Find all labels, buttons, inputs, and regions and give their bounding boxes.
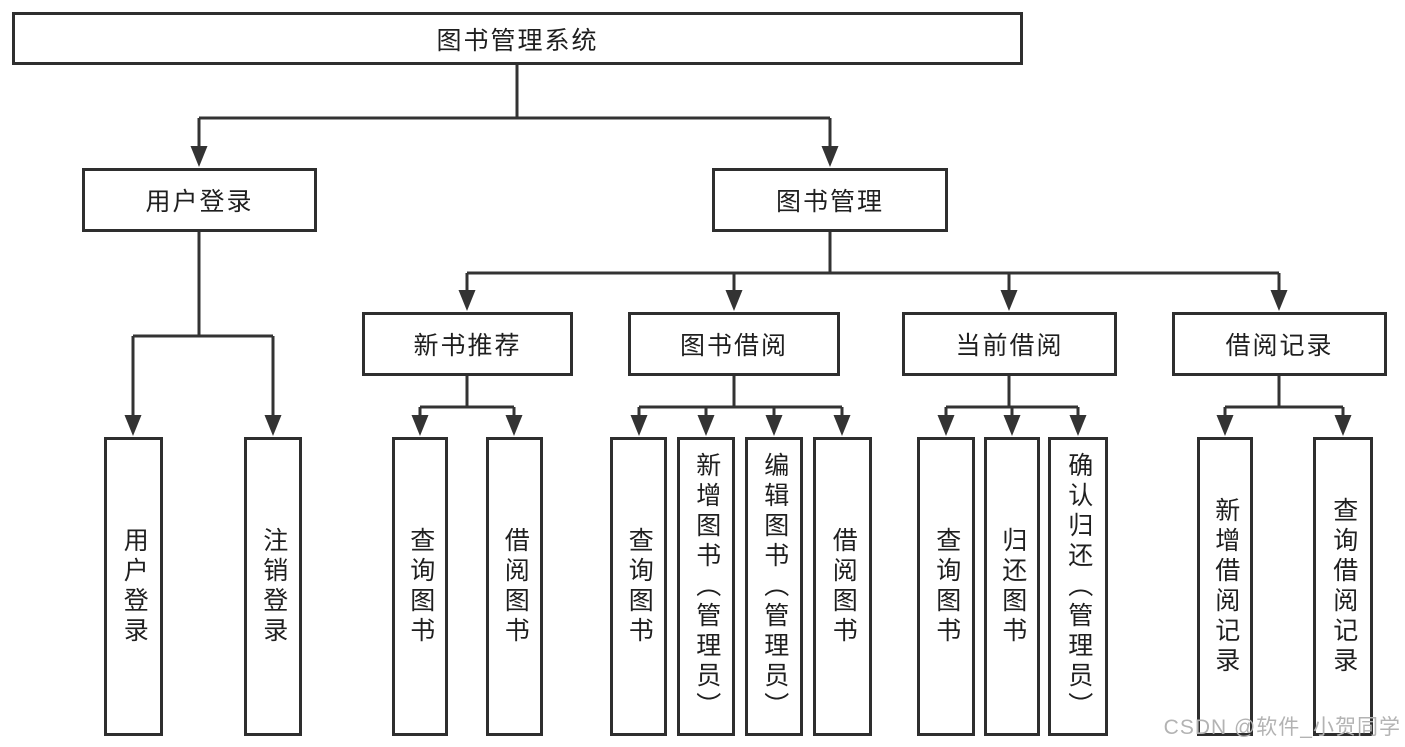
leaf-logout: 注销登录 (244, 437, 302, 736)
leaf-return-books: 归还图书 (984, 437, 1040, 736)
leaf-query-books-current: 查询图书 (917, 437, 975, 736)
connector-user-login-children (124, 232, 282, 436)
node-root-system: 图书管理系统 (12, 12, 1023, 65)
node-book-management: 图书管理 (712, 168, 948, 232)
leaf-confirm-return-admin: 确认归还（管理员） (1048, 437, 1108, 736)
connector-book-borrowing-children (630, 376, 851, 436)
leaf-add-books-admin: 新增图书（管理员） (677, 437, 735, 736)
node-borrow-records: 借阅记录 (1172, 312, 1387, 376)
node-user-login: 用户登录 (82, 168, 317, 232)
node-current-borrowing: 当前借阅 (902, 312, 1117, 376)
connector-borrow-records-children (1216, 376, 1352, 436)
leaf-query-books-recommend: 查询图书 (392, 437, 448, 736)
connector-new-book-recommend-children (411, 376, 523, 436)
leaf-query-borrow-record: 查询借阅记录 (1313, 437, 1373, 736)
leaf-borrow-books-borrowing: 借阅图书 (813, 437, 872, 736)
node-book-borrowing: 图书借阅 (628, 312, 840, 376)
leaf-add-borrow-record: 新增借阅记录 (1197, 437, 1253, 736)
leaf-borrow-books-recommend: 借阅图书 (486, 437, 543, 736)
connector-current-borrowing-children (937, 376, 1087, 436)
connector-book-management-children (458, 232, 1288, 311)
connector-root-to-level1 (190, 65, 839, 167)
node-new-book-recommend: 新书推荐 (362, 312, 573, 376)
leaf-edit-books-admin: 编辑图书（管理员） (745, 437, 803, 736)
leaf-user-login: 用户登录 (104, 437, 163, 736)
leaf-query-books-borrowing: 查询图书 (610, 437, 667, 736)
csdn-watermark: CSDN @软件_小贺同学 (1163, 716, 1401, 739)
